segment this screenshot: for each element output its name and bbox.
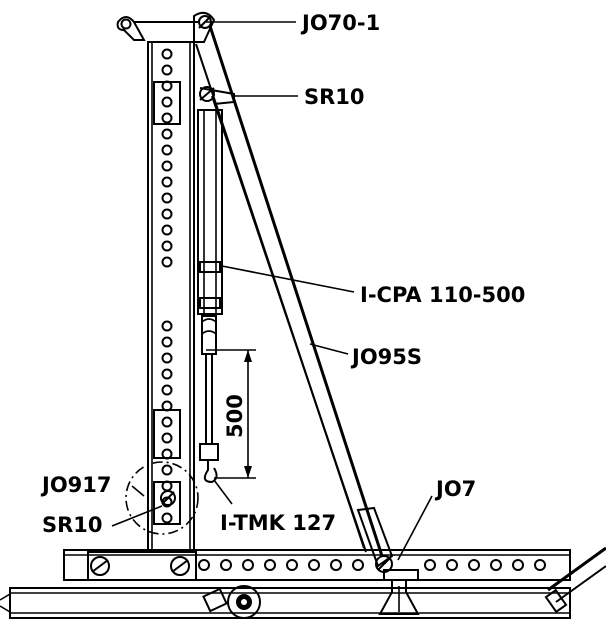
label-jo95s: JO95S xyxy=(350,345,422,369)
base-bracket-jo7 xyxy=(378,569,420,615)
label-itmk: I-TMK 127 xyxy=(220,511,336,535)
horizontal-rail xyxy=(63,549,571,581)
base-beam xyxy=(0,546,606,619)
rail-holes xyxy=(198,559,546,571)
mast-holes xyxy=(161,48,173,524)
label-jo917: JO917 xyxy=(40,473,112,497)
label-dim-500: 500 xyxy=(223,394,247,438)
label-sr10-top: SR10 xyxy=(304,85,365,109)
diagonal-strut xyxy=(195,25,394,573)
label-jo7: JO7 xyxy=(434,477,476,501)
label-jo70-1: JO70-1 xyxy=(300,11,380,35)
roller-wheel xyxy=(202,585,261,619)
label-icpa: I-CPA 110-500 xyxy=(360,283,525,307)
vertical-mast xyxy=(147,41,195,553)
label-sr10-bottom: SR10 xyxy=(42,513,103,537)
detail-circle xyxy=(125,461,199,535)
mast-top-lugs xyxy=(116,11,216,43)
dimension-500 xyxy=(206,349,256,479)
hydraulic-cylinder xyxy=(197,86,235,484)
leader-lines xyxy=(111,21,433,561)
